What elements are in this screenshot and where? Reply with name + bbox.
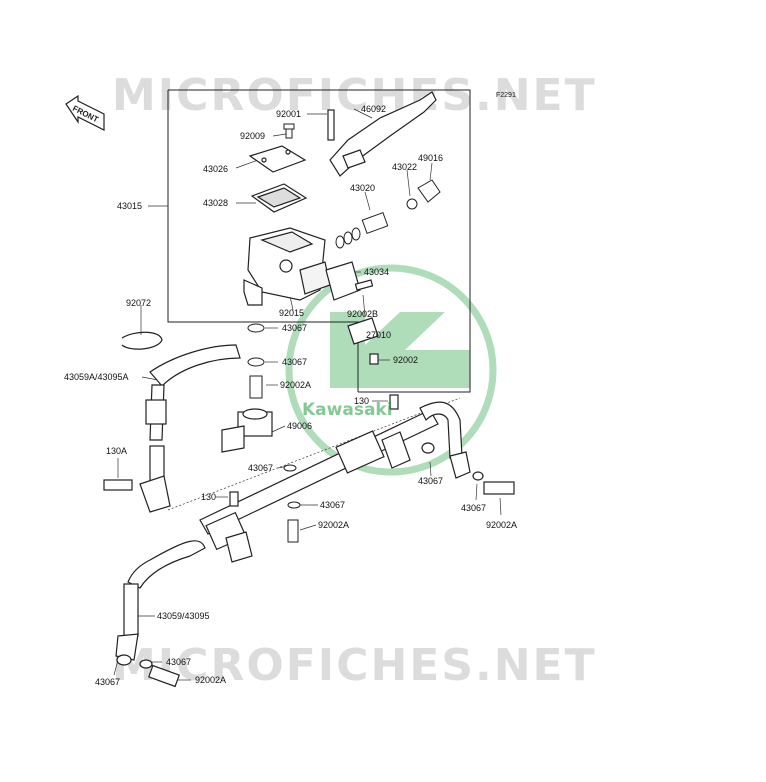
- callout-92002a-d: 92002A: [195, 675, 227, 685]
- callout-92072: 92072: [126, 298, 152, 308]
- callout-92001: 92001: [276, 109, 302, 119]
- callout-49006: 49006: [287, 421, 313, 431]
- callout-43067-a: 43067: [282, 323, 308, 333]
- callout-92015: 92015: [279, 308, 305, 318]
- callout-43067-h: 43067: [95, 677, 121, 687]
- upper-brake-hose: [103, 344, 241, 513]
- callout-130a: 130A: [106, 446, 128, 456]
- front-arrow-icon: [65, 94, 105, 131]
- leader-lines: [113, 108, 502, 681]
- callout-130-a: 130: [354, 396, 370, 406]
- right-brake-hose: [419, 401, 515, 495]
- piston-kit: [335, 179, 441, 249]
- callout-43067-b: 43067: [282, 357, 308, 367]
- diaphragm: [250, 183, 308, 213]
- lower-brake-hose: [115, 540, 206, 688]
- callout-43028: 43028: [203, 198, 229, 208]
- callout-43059-43095: 43059/43095: [157, 611, 210, 621]
- watermark-bottom: MICROFICHES.NET: [112, 640, 597, 691]
- callout-92002a-c: 92002A: [486, 520, 518, 530]
- master-cylinder: [243, 227, 331, 306]
- brake-lever: [327, 91, 437, 177]
- watermark-top: MICROFICHES.NET: [112, 70, 597, 121]
- brand-logo-text: Kawasaki: [302, 400, 393, 420]
- callout-43067-d: 43067: [418, 476, 444, 486]
- holder-43034: [325, 261, 374, 301]
- callout-43067-g: 43067: [166, 657, 192, 667]
- callout-92009: 92009: [240, 131, 266, 141]
- banjo-bolts-upper: [247, 323, 301, 543]
- hose-clamp: [121, 331, 163, 350]
- screw-92009: [283, 123, 295, 139]
- callout-43015: 43015: [117, 201, 143, 211]
- callout-43067-c: 43067: [248, 463, 274, 473]
- reservoir-cap: [248, 145, 307, 173]
- joint-49006: [221, 408, 273, 453]
- figure-code: F2291: [496, 92, 516, 99]
- callout-43067-f: 43067: [461, 503, 487, 513]
- callout-43022: 43022: [392, 162, 418, 172]
- callout-92002: 92002: [393, 355, 419, 365]
- callout-27010: 27010: [366, 330, 392, 340]
- callout-43059a-43095a: 43059A/43095A: [64, 372, 129, 382]
- callout-46092: 46092: [361, 104, 387, 114]
- callout-92002a-a: 92002A: [280, 380, 312, 390]
- switch-27010: [347, 317, 379, 365]
- middle-brake-line: [199, 394, 439, 563]
- callout-43026: 43026: [203, 164, 229, 174]
- callout-43020: 43020: [350, 183, 376, 193]
- callout-92002a-b: 92002A: [318, 520, 350, 530]
- callout-43067-e: 43067: [320, 500, 346, 510]
- callout-92002b: 92002B: [347, 309, 379, 319]
- callout-130-b: 130: [201, 492, 217, 502]
- callout-43034: 43034: [364, 267, 390, 277]
- callout-49016: 49016: [418, 153, 444, 163]
